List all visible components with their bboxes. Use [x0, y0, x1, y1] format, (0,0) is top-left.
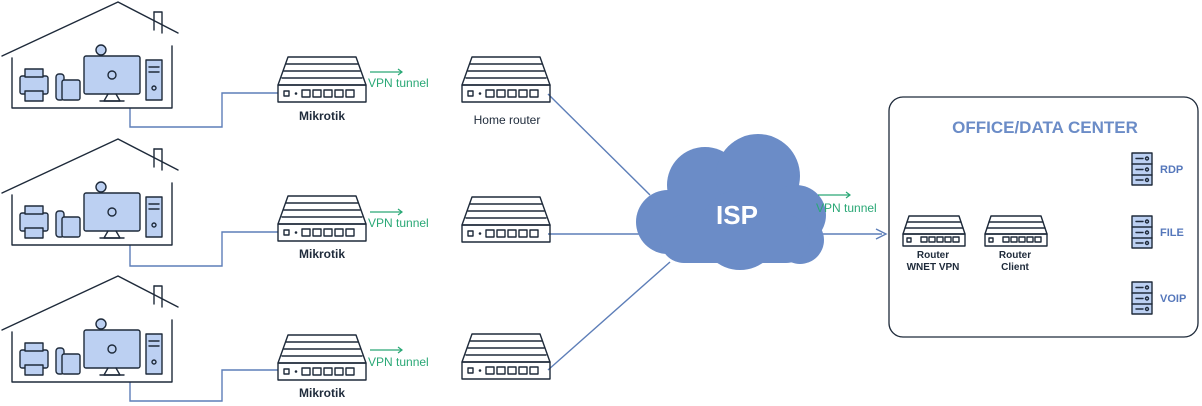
isp-cloud: ISP	[636, 134, 826, 270]
home-router-label-1: Home router	[474, 113, 541, 127]
house-1	[1, 1, 179, 109]
isp-label: ISP	[716, 200, 758, 230]
mikrotik-router-3	[277, 334, 367, 381]
link-house-1	[129, 92, 278, 128]
server-file	[1131, 215, 1153, 249]
link-home-router-3	[547, 261, 671, 371]
mikrotik-label-3: Mikrotik	[299, 386, 345, 400]
home-router-2	[461, 196, 551, 243]
link-house-3	[129, 369, 278, 402]
arrow-isp-office	[875, 228, 888, 240]
server-rdp	[1131, 152, 1153, 186]
office-box: OFFICE/DATA CENTER Router WNET VPN Route…	[888, 96, 1199, 338]
service-voip-label: VOIP	[1160, 293, 1186, 305]
server-voip	[1131, 281, 1153, 315]
vpn-arrow-3	[369, 346, 403, 354]
home-router-3	[461, 333, 551, 380]
vpn-arrow-1	[369, 68, 403, 76]
house-2	[1, 138, 179, 246]
vpn-tunnel-label-1: VPN tunnel	[368, 76, 429, 90]
vpn-tunnel-label-3: VPN tunnel	[368, 355, 429, 369]
link-home-router-1	[547, 93, 651, 196]
vpn-tunnel-label-2: VPN tunnel	[368, 216, 429, 230]
mikrotik-label-1: Mikrotik	[299, 109, 345, 123]
office-title: OFFICE/DATA CENTER	[952, 118, 1138, 137]
router-client-line2: Client	[1001, 262, 1029, 273]
mikrotik-router-2	[277, 195, 367, 242]
router-wnet-line1: Router	[917, 250, 949, 261]
service-file-label: FILE	[1160, 227, 1184, 239]
house-3	[1, 275, 179, 383]
service-rdp-label: RDP	[1160, 164, 1183, 176]
mikrotik-label-2: Mikrotik	[299, 247, 345, 261]
vpn-arrow-2	[369, 208, 403, 216]
vpn-arrow-isp	[817, 191, 851, 199]
vpn-tunnel-label-isp: VPN tunnel	[816, 201, 877, 215]
mikrotik-router-1	[277, 56, 367, 103]
home-router-1	[461, 56, 551, 103]
link-house-2	[129, 231, 278, 267]
router-client-line1: Router	[999, 250, 1031, 261]
router-wnet-line2: WNET VPN	[907, 262, 960, 273]
